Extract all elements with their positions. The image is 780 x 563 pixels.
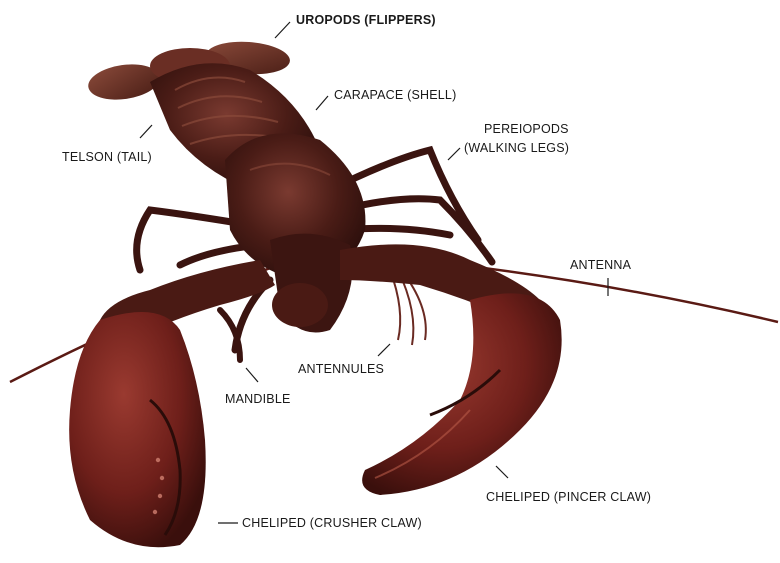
mandible-leader: [246, 368, 258, 382]
uropods-leader: [275, 22, 290, 38]
label-uropods: UROPODS (FLIPPERS): [296, 13, 436, 28]
label-carapace: CARAPACE (SHELL): [334, 88, 456, 103]
label-telson: TELSON (TAIL): [62, 150, 152, 165]
antennules-leader: [378, 344, 390, 356]
crusher-claw: [69, 312, 206, 547]
pereiopods-leader: [448, 148, 460, 160]
pincer-claw: [362, 293, 562, 495]
label-cheliped-crusher: CHELIPED (CRUSHER CLAW): [242, 516, 422, 531]
label-pereiopods-line1: PEREIOPODS: [484, 122, 569, 137]
label-mandible: MANDIBLE: [225, 392, 291, 407]
pincer-leader: [496, 466, 508, 478]
label-antenna: ANTENNA: [570, 258, 631, 273]
telson-leader: [140, 125, 152, 138]
carapace-leader: [316, 96, 328, 110]
label-pereiopods-line2: (WALKING LEGS): [464, 141, 569, 156]
label-antennules: ANTENNULES: [298, 362, 384, 377]
label-cheliped-pincer: CHELIPED (PINCER CLAW): [486, 490, 651, 505]
mandible: [220, 310, 240, 360]
